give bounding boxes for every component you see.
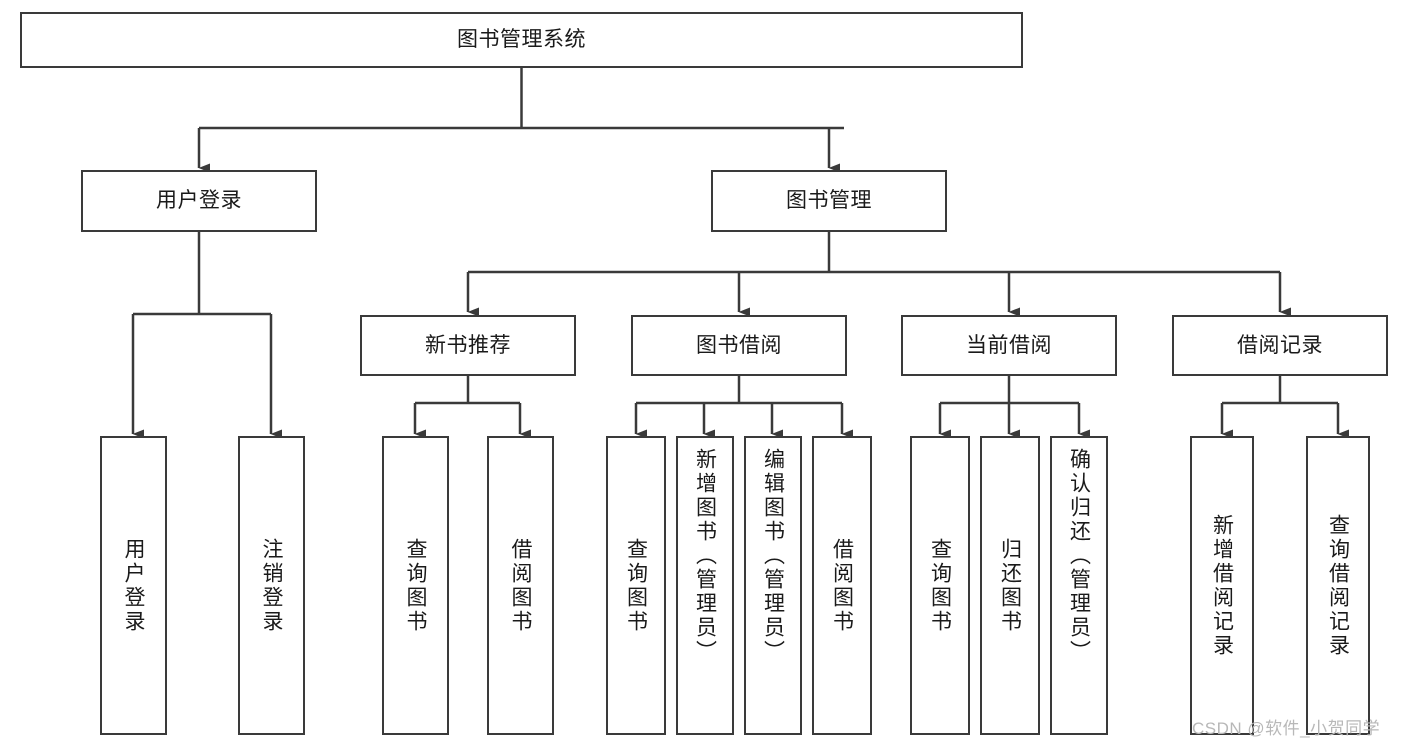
node-leaf-add-book-label: 新增图书（管理员） bbox=[693, 448, 717, 664]
node-leaf-query-record-label: 查询借阅记录 bbox=[1326, 513, 1350, 658]
node-book-management-label: 图书管理 bbox=[786, 189, 872, 213]
node-leaf-borrow-book-2[interactable]: 借阅图书 bbox=[812, 436, 872, 735]
edge-group-root bbox=[197, 68, 844, 173]
node-leaf-logout-login[interactable]: 注销登录 bbox=[238, 436, 305, 735]
node-leaf-query-record[interactable]: 查询借阅记录 bbox=[1306, 436, 1370, 735]
node-leaf-confirm-return-label: 确认归还（管理员） bbox=[1067, 448, 1091, 664]
node-leaf-query-book-1[interactable]: 查询图书 bbox=[382, 436, 449, 735]
node-leaf-query-book-2-label: 查询图书 bbox=[624, 537, 648, 634]
edge-group-user-login bbox=[131, 232, 282, 439]
node-current-borrow[interactable]: 当前借阅 bbox=[901, 315, 1117, 376]
node-leaf-borrow-book-2-label: 借阅图书 bbox=[830, 537, 854, 634]
node-leaf-user-login[interactable]: 用户登录 bbox=[100, 436, 167, 735]
edge-group-book-borrow bbox=[634, 376, 853, 439]
node-leaf-add-record-label: 新增借阅记录 bbox=[1210, 513, 1234, 658]
node-book-borrow-label: 图书借阅 bbox=[696, 333, 782, 357]
node-borrow-record[interactable]: 借阅记录 bbox=[1172, 315, 1388, 376]
node-user-login-label: 用户登录 bbox=[156, 189, 242, 213]
node-leaf-query-book-3-label: 查询图书 bbox=[928, 537, 952, 634]
node-leaf-logout-login-label: 注销登录 bbox=[260, 537, 283, 634]
node-borrow-record-label: 借阅记录 bbox=[1237, 333, 1323, 357]
node-leaf-edit-book-label: 编辑图书（管理员） bbox=[761, 448, 785, 664]
node-leaf-borrow-book-1-label: 借阅图书 bbox=[509, 537, 532, 634]
edge-group-new-book-recommend bbox=[413, 376, 531, 439]
node-leaf-edit-book[interactable]: 编辑图书（管理员） bbox=[744, 436, 802, 735]
node-leaf-query-book-3[interactable]: 查询图书 bbox=[910, 436, 970, 735]
node-current-borrow-label: 当前借阅 bbox=[966, 333, 1052, 357]
node-leaf-borrow-book-1[interactable]: 借阅图书 bbox=[487, 436, 554, 735]
node-leaf-confirm-return[interactable]: 确认归还（管理员） bbox=[1050, 436, 1108, 735]
node-new-book-recommend-label: 新书推荐 bbox=[425, 333, 511, 357]
node-user-login[interactable]: 用户登录 bbox=[81, 170, 317, 232]
node-leaf-return-book-label: 归还图书 bbox=[998, 537, 1022, 634]
node-leaf-add-book[interactable]: 新增图书（管理员） bbox=[676, 436, 734, 735]
node-new-book-recommend[interactable]: 新书推荐 bbox=[360, 315, 576, 376]
node-leaf-query-book-1-label: 查询图书 bbox=[404, 537, 427, 634]
edge-group-borrow-record bbox=[1220, 376, 1349, 439]
node-book-borrow[interactable]: 图书借阅 bbox=[631, 315, 847, 376]
node-leaf-return-book[interactable]: 归还图书 bbox=[980, 436, 1040, 735]
node-book-management[interactable]: 图书管理 bbox=[711, 170, 947, 232]
edge-group-current-borrow bbox=[938, 376, 1090, 439]
node-leaf-user-login-label: 用户登录 bbox=[122, 537, 145, 634]
node-leaf-query-book-2[interactable]: 查询图书 bbox=[606, 436, 666, 735]
node-root[interactable]: 图书管理系统 bbox=[20, 12, 1023, 68]
edge-group-book-management bbox=[466, 232, 1291, 317]
node-root-label: 图书管理系统 bbox=[457, 28, 586, 52]
node-leaf-add-record[interactable]: 新增借阅记录 bbox=[1190, 436, 1254, 735]
